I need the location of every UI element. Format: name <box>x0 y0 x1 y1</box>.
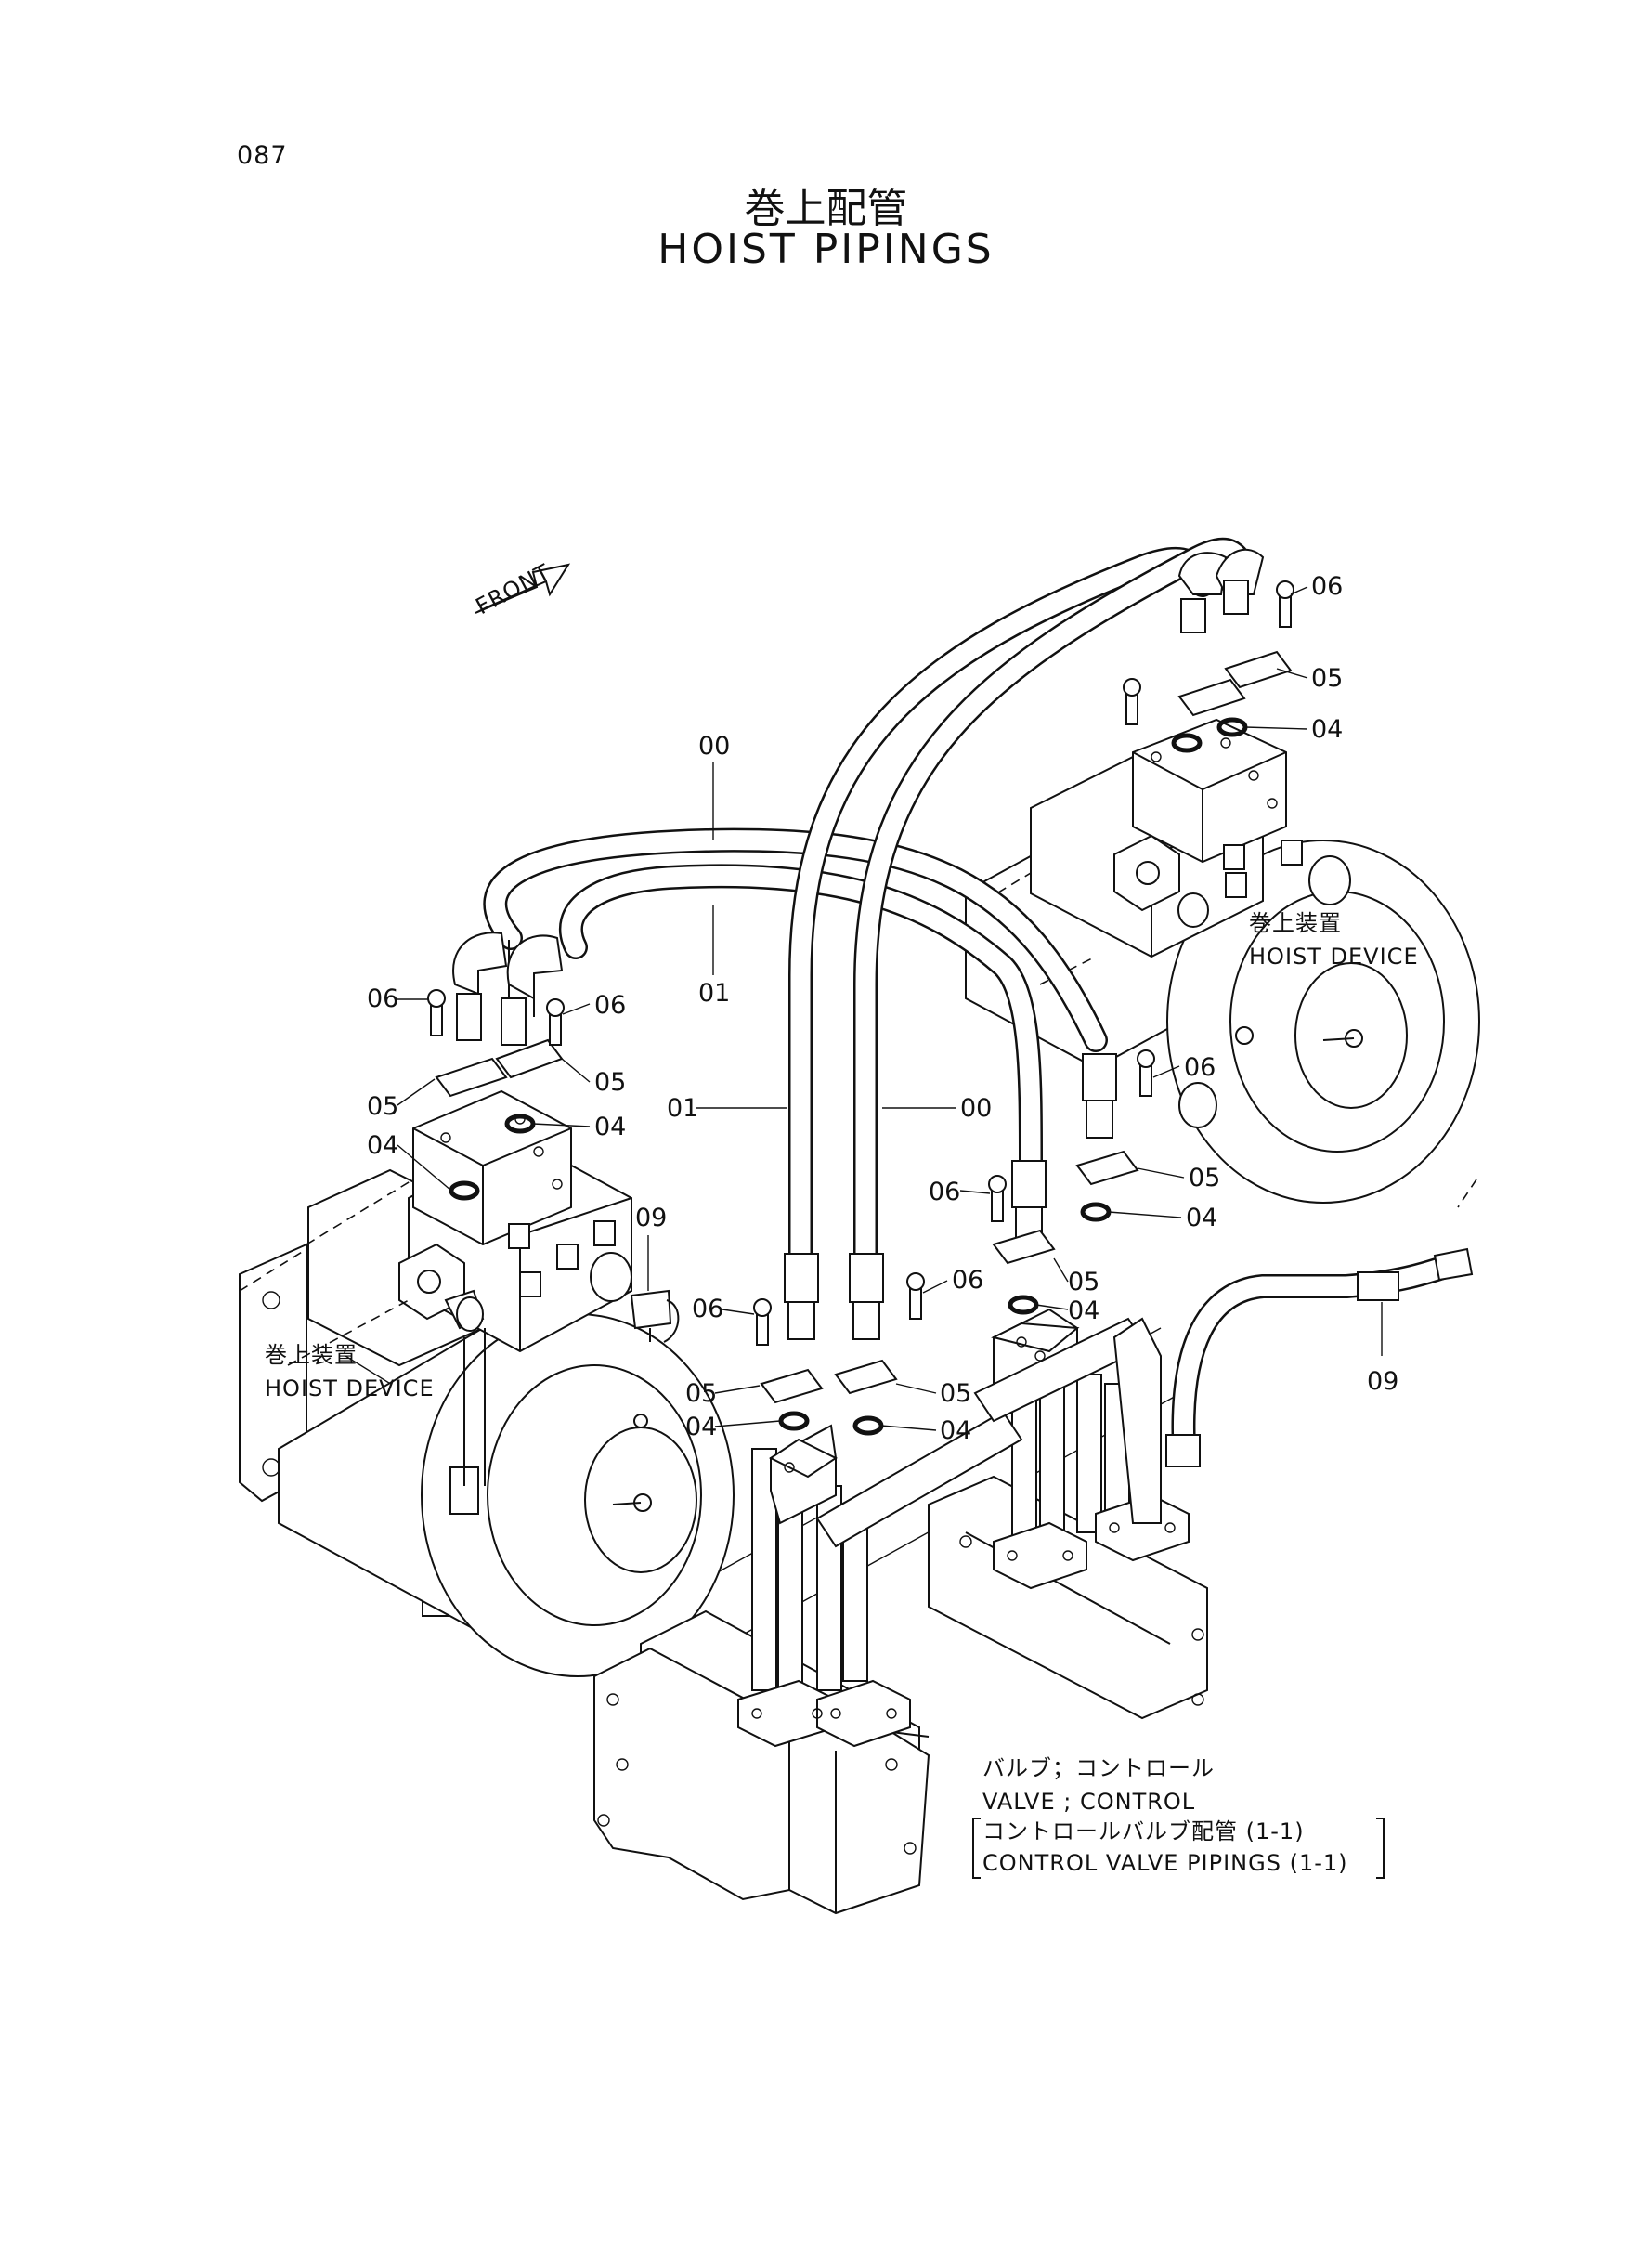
hoist-device-right-en: HOIST DEVICE <box>1249 944 1419 970</box>
callout-05: 05 <box>685 1379 717 1408</box>
callout-04: 04 <box>940 1416 971 1445</box>
callout-05: 05 <box>1189 1164 1220 1192</box>
manifold-blocks <box>769 1308 1162 1548</box>
callout-05: 05 <box>1311 664 1343 693</box>
page-title: HOIST PIPINGS <box>657 226 995 273</box>
callout-06: 06 <box>952 1266 983 1295</box>
callout-06: 06 <box>1184 1053 1216 1082</box>
hose-fittings <box>452 548 1265 1340</box>
callout-04: 04 <box>1068 1296 1099 1325</box>
hoist-device-left <box>239 1089 735 1677</box>
device-labels: 巻上装置 HOIST DEVICE 巻上装置 HOIST DEVICE <box>265 910 1419 1401</box>
valve-ref-jp: コントロールバルブ配管 (1-1) <box>982 1818 1305 1844</box>
callout-04: 04 <box>594 1113 626 1141</box>
callout-04: 04 <box>367 1131 398 1160</box>
callout-01: 01 <box>698 979 730 1008</box>
callout-00: 00 <box>698 732 730 761</box>
callout-04: 04 <box>1186 1204 1217 1232</box>
valve-label-jp: バルブ；コントロール <box>982 1755 1215 1781</box>
callout-04: 04 <box>685 1413 717 1441</box>
front-arrow-icon: FRONT <box>472 559 571 620</box>
callout-05: 05 <box>940 1379 971 1408</box>
bolts-part-06 <box>427 580 1294 1346</box>
callout-06: 06 <box>1311 572 1343 601</box>
callout-01: 01 <box>667 1094 698 1123</box>
hose-09 <box>1165 1247 1474 1467</box>
valve-label-en: VALVE ; CONTROL <box>982 1789 1195 1815</box>
control-valve-reference: バルブ；コントロール VALVE ; CONTROL コントロールバルブ配管 (… <box>972 1755 1385 1879</box>
callout-00: 00 <box>960 1094 992 1123</box>
callout-06: 06 <box>594 991 626 1020</box>
page-title-japanese: 巻上配管 <box>744 185 908 232</box>
callout-05: 05 <box>367 1092 398 1121</box>
callout-06: 06 <box>367 984 398 1013</box>
hoist-device-right-jp: 巻上装置 <box>1249 910 1342 936</box>
callout-06: 06 <box>692 1295 723 1323</box>
hoist-device-left-en: HOIST DEVICE <box>265 1375 435 1401</box>
callout-labels: 00 01 01 00 06 06 05 05 04 04 09 06 05 0… <box>367 572 1398 1445</box>
page-number: 087 <box>237 141 288 170</box>
callout-09: 09 <box>1367 1367 1398 1396</box>
callout-06: 06 <box>929 1178 960 1206</box>
callout-09: 09 <box>635 1204 667 1232</box>
hoist-device-right <box>965 718 1480 1208</box>
hose-00-lower <box>853 537 1256 1275</box>
callout-04: 04 <box>1311 715 1343 744</box>
front-label: FRONT <box>472 559 555 620</box>
hoist-device-left-jp: 巻上装置 <box>265 1342 358 1368</box>
valve-ref-en: CONTROL VALVE PIPINGS (1-1) <box>982 1850 1348 1876</box>
callout-05: 05 <box>1068 1268 1099 1296</box>
flanges-part-05 <box>435 650 1293 1404</box>
pipe-09-left <box>630 1289 680 1343</box>
callout-05: 05 <box>594 1068 626 1097</box>
leader-lines <box>397 586 1383 1431</box>
